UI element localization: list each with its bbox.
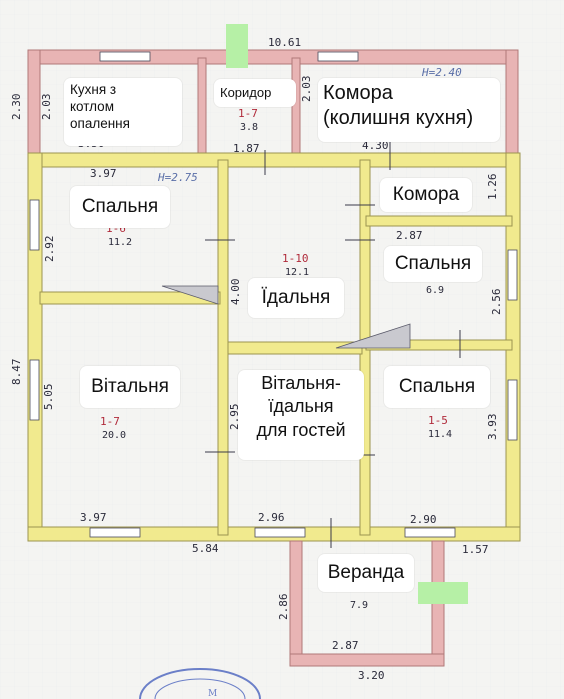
dim-corridor-width: 1.87 bbox=[233, 142, 260, 155]
dim-dining-h: 4.00 bbox=[229, 279, 242, 306]
stair-marks bbox=[161, 285, 411, 349]
room-label-bedroom-right-bottom: Спальня bbox=[384, 366, 490, 408]
stamp-text: М bbox=[208, 689, 217, 699]
dim-living-h: 5.05 bbox=[42, 384, 55, 411]
dim-kitchen-height: 2.30 bbox=[10, 94, 23, 121]
top-wing-walls bbox=[27, 49, 519, 166]
room-label-bedroom-left: Спальня bbox=[70, 186, 170, 228]
room-label-kitchen: Кухня з котлом опалення bbox=[64, 78, 182, 146]
dim-kitchen-inner-h: 2.03 bbox=[40, 94, 53, 121]
dim-bedroom-left-width: 3.97 bbox=[90, 167, 117, 180]
dim-bedroom-rt-width: 2.87 bbox=[396, 229, 423, 242]
room-label-living: Вітальня bbox=[80, 366, 180, 408]
dim-veranda-w: 3.20 bbox=[358, 669, 385, 682]
dining-number: 1-10 bbox=[282, 252, 309, 265]
dim-living-dining-width: 2.96 bbox=[258, 511, 285, 524]
dim-bottom-right: 1.57 bbox=[462, 543, 489, 556]
green-marker-top bbox=[226, 24, 248, 68]
windows bbox=[29, 51, 518, 538]
dim-bottom-left: 5.84 bbox=[192, 542, 219, 555]
dim-bedroom-rb-width: 2.90 bbox=[410, 513, 437, 526]
dim-bedroom-rb-h: 3.93 bbox=[486, 414, 499, 441]
dim-veranda-inner-w: 2.87 bbox=[332, 639, 359, 652]
veranda-walls bbox=[289, 540, 445, 667]
room-label-pantry-old-kitchen: Комора (колишня кухня) bbox=[318, 78, 500, 142]
stamp: М bbox=[139, 668, 261, 699]
living-number: 1-7 bbox=[100, 415, 120, 428]
room-label-pantry-small: Комора bbox=[380, 178, 472, 212]
dim-living-width: 3.97 bbox=[80, 511, 107, 524]
bedroom-left-area: 11.2 bbox=[108, 237, 132, 248]
ceiling-h-top: H=2.40 bbox=[421, 66, 462, 79]
living-area: 20.0 bbox=[102, 430, 126, 441]
dim-bedroom-left-h: 2.92 bbox=[43, 236, 56, 263]
dining-area: 12.1 bbox=[285, 267, 309, 278]
bedroom-rb-area: 11.4 bbox=[428, 429, 452, 440]
ceiling-h-main: H=2.75 bbox=[157, 171, 198, 184]
dim-top-total: 10.61 bbox=[268, 36, 301, 49]
bedroom-rt-area: 6.9 bbox=[426, 285, 444, 296]
dim-pantry-small-h: 1.26 bbox=[486, 174, 499, 201]
room-label-veranda: Веранда bbox=[318, 554, 414, 592]
green-marker-veranda bbox=[418, 582, 468, 604]
room-label-corridor: Коридор bbox=[214, 79, 296, 107]
dim-bedroom-rt-h: 2.56 bbox=[490, 289, 503, 316]
dim-corridor-h: 2.03 bbox=[300, 76, 313, 103]
room-label-living-dining: Вітальня- їдальня для гостей bbox=[238, 370, 364, 460]
dim-veranda-h: 2.86 bbox=[277, 594, 290, 621]
dim-pantry-width: 4.30 bbox=[362, 139, 389, 152]
veranda-area: 7.9 bbox=[350, 600, 368, 611]
room-label-bedroom-right-top: Спальня bbox=[384, 246, 482, 282]
corridor-number: 1-7 bbox=[238, 107, 258, 120]
bedroom-rb-number: 1-5 bbox=[428, 414, 448, 427]
dimension-notes: 10.61 2.30 2.03 2.03 3.50 1.87 4.30 H=2.… bbox=[10, 36, 503, 682]
dim-left-total: 8.47 bbox=[10, 359, 23, 386]
dim-living-dining-h: 2.95 bbox=[228, 404, 241, 431]
corridor-area: 3.8 bbox=[240, 122, 258, 133]
room-label-dining: Їдальня bbox=[248, 278, 344, 318]
